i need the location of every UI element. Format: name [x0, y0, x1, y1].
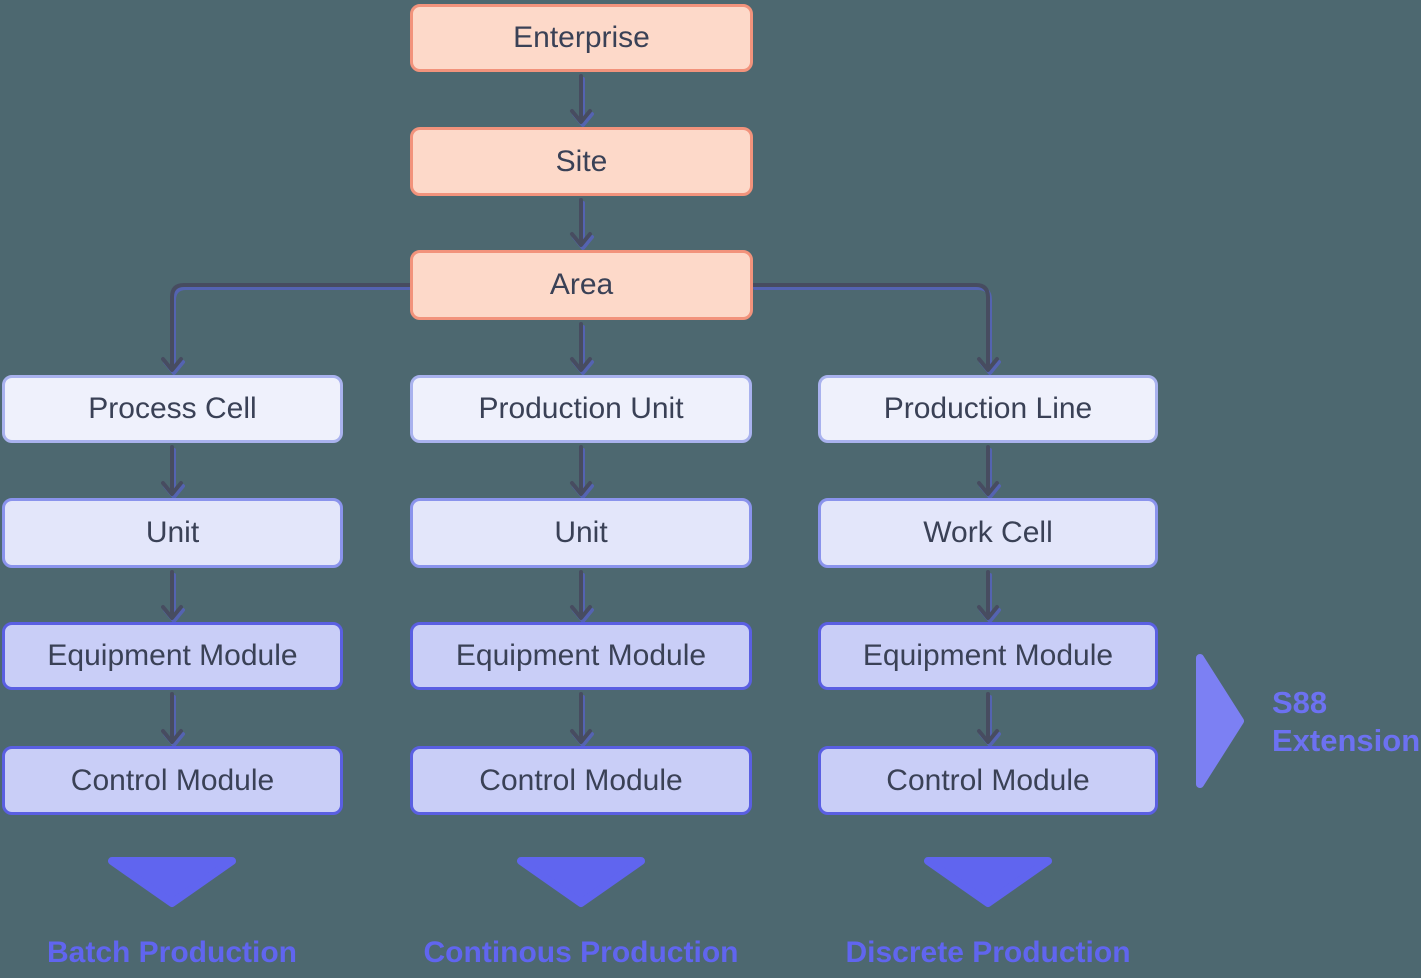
arrow-col3-r2-r3	[977, 570, 999, 620]
arrow-col3-r3-r4	[977, 692, 999, 744]
node-enterprise: Enterprise	[410, 4, 753, 72]
s88-extension-line1: S88	[1272, 685, 1328, 720]
batch-production-arrow-icon	[108, 857, 236, 907]
label-batch-production: Batch Production	[46, 936, 298, 969]
label-discrete-production: Discrete Production	[845, 936, 1131, 969]
node-unit-batch: Unit	[2, 498, 343, 568]
arrow-col2-r2-r3	[570, 570, 592, 620]
production-type-arrows	[108, 857, 1052, 907]
node-equipment-module-continous: Equipment Module	[410, 622, 752, 690]
s88-extension-line2: Extension	[1272, 723, 1421, 758]
node-control-module-discrete: Control Module	[818, 746, 1158, 815]
arrow-area-production-line	[751, 283, 999, 372]
arrow-col3-r1-r2	[977, 445, 999, 496]
node-production-line: Production Line	[818, 375, 1158, 443]
node-process-cell: Process Cell	[2, 375, 343, 443]
node-area: Area	[410, 250, 753, 320]
node-control-module-continous: Control Module	[410, 746, 752, 815]
label-s88-extension: S88 Extension	[1272, 684, 1420, 760]
node-work-cell: Work Cell	[818, 498, 1158, 568]
label-continous-production: Continous Production	[423, 936, 739, 969]
arrow-area-production-unit	[570, 322, 592, 372]
node-unit-continous: Unit	[410, 498, 752, 568]
flow-arrows	[161, 74, 999, 744]
arrow-site-area	[570, 198, 592, 247]
arrow-enterprise-site	[570, 74, 592, 124]
s88-extension-arrow-icon	[1196, 654, 1244, 788]
arrow-col1-r1-r2	[161, 445, 183, 496]
node-equipment-module-discrete: Equipment Module	[818, 622, 1158, 690]
continous-production-arrow-icon	[517, 857, 645, 907]
node-site: Site	[410, 127, 753, 196]
arrow-col1-r2-r3	[161, 570, 183, 620]
arrow-col2-r1-r2	[570, 445, 592, 496]
node-equipment-module-batch: Equipment Module	[2, 622, 343, 690]
arrow-col1-r3-r4	[161, 692, 183, 744]
arrow-col2-r3-r4	[570, 692, 592, 744]
arrow-area-process-cell	[161, 283, 412, 372]
node-production-unit: Production Unit	[410, 375, 752, 443]
discrete-production-arrow-icon	[924, 857, 1052, 907]
node-control-module-batch: Control Module	[2, 746, 343, 815]
